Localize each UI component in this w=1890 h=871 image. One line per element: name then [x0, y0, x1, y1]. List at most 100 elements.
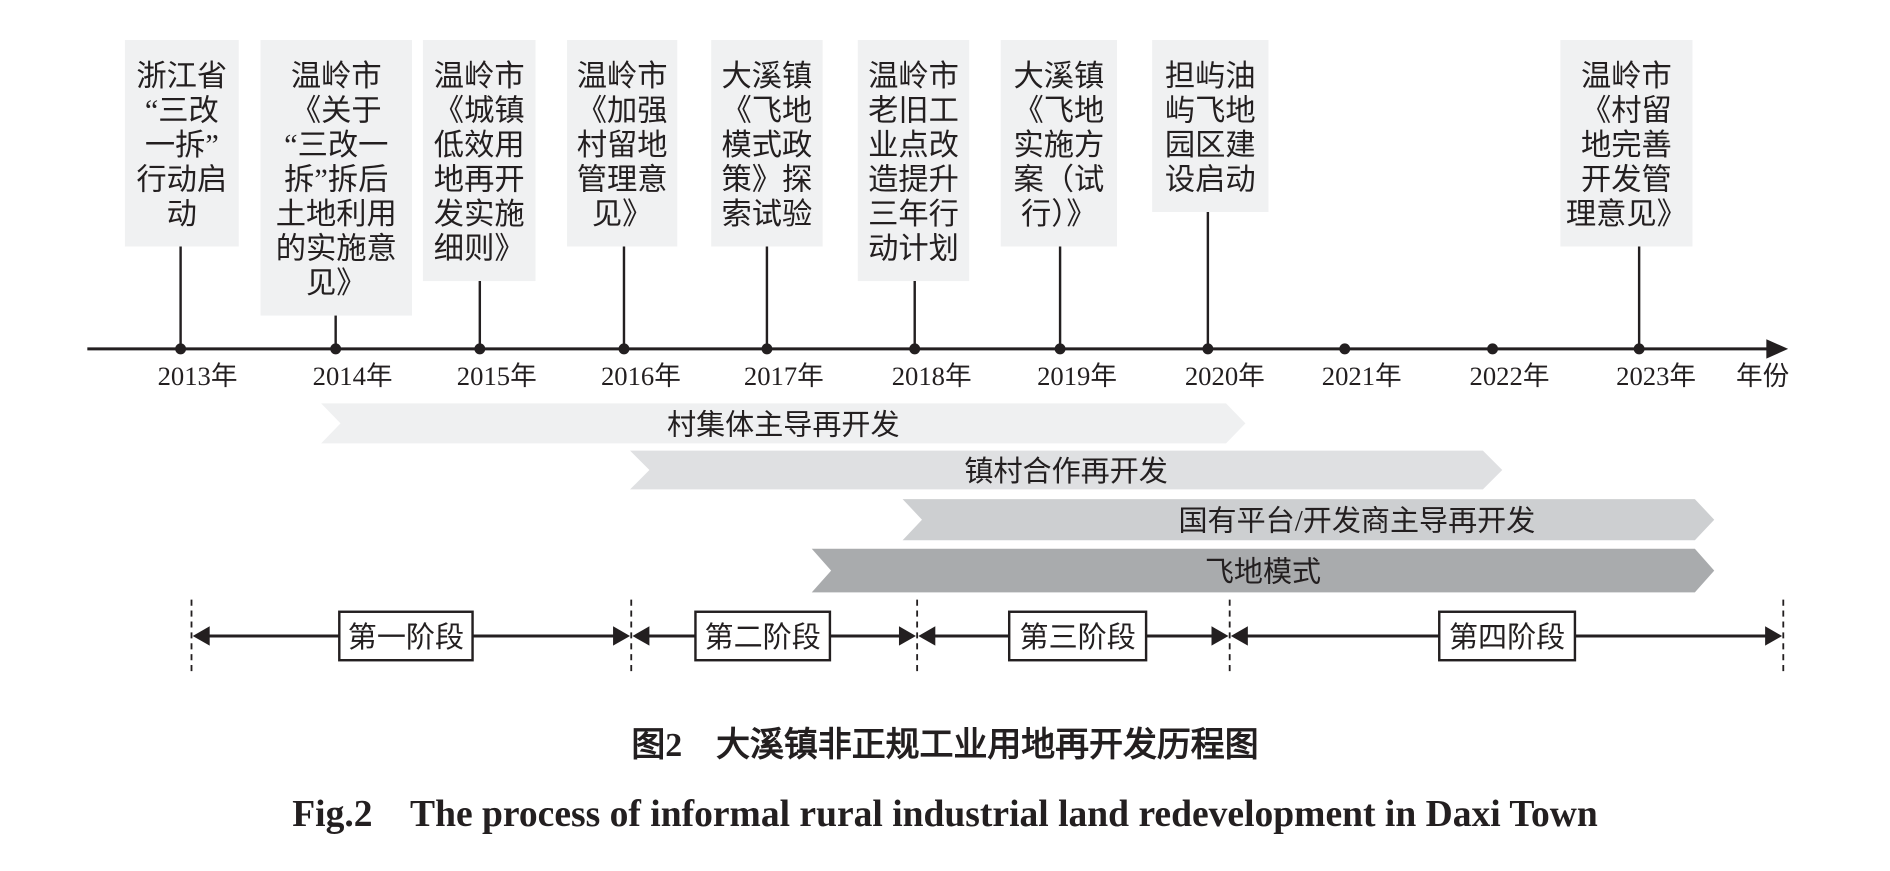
caption-english: Fig.2 The process of informal rural indu…: [292, 794, 1598, 835]
year-label: 2015年: [457, 361, 537, 391]
event-text-line: 一拆”: [145, 128, 219, 162]
event-text-line: 土地利用: [276, 197, 397, 231]
caption-chinese: 图2 大溪镇非正规工业用地再开发历程图: [631, 726, 1258, 764]
event-text-line: 业点改: [868, 128, 959, 162]
event-text-line: 低效用: [434, 128, 525, 162]
phase-label: 第一阶段: [348, 621, 464, 654]
year-dot: [1202, 343, 1214, 355]
event-text-line: 案（试: [1013, 163, 1104, 197]
event-text-line: 园区建: [1165, 128, 1256, 162]
phase-arrowhead-left: [918, 626, 936, 646]
year-dot: [1633, 343, 1645, 355]
phase-box: [694, 610, 832, 662]
year-label: 2019年: [1037, 361, 1117, 391]
event-text-line: 《村留: [1581, 94, 1672, 128]
event-text-line: 《飞地: [722, 94, 813, 128]
event-box: [1560, 39, 1693, 247]
event-text-line: 行动启: [136, 163, 227, 197]
event-text-line: 行）》: [1021, 197, 1097, 231]
mode-bar: 村集体主导再开发: [321, 403, 1246, 444]
event-text-line: 浙江省: [136, 59, 227, 93]
phase-segment: 第四阶段: [1230, 610, 1783, 662]
event-text-line: 管理意: [577, 163, 668, 197]
event-box: [422, 39, 536, 282]
event-box: [1000, 39, 1118, 247]
phase-arrowhead-left: [632, 626, 650, 646]
year-label: 2018年: [892, 361, 972, 391]
phase-arrowhead-right: [1211, 626, 1229, 646]
phase-box: [1007, 610, 1148, 662]
year-label: 2017年: [744, 361, 824, 391]
phase-arrowhead-left: [1230, 626, 1248, 646]
mode-bar: 国有平台/开发商主导再开发: [902, 499, 1715, 541]
year-dot: [618, 343, 630, 355]
year-label: 2021年: [1322, 361, 1402, 391]
mode-bar-shape: [321, 403, 1246, 444]
year-dot: [1487, 343, 1499, 355]
year-label: 2020年: [1185, 361, 1265, 391]
mode-bar-shape: [630, 450, 1503, 490]
event-text-line: 动: [167, 197, 197, 231]
event-text-line: 见》: [592, 197, 653, 231]
event-text-line: 温岭市: [577, 59, 668, 93]
phase-segment: 第二阶段: [632, 610, 916, 662]
mode-bar-label: 国有平台/开发商主导再开发: [1178, 505, 1535, 538]
phase-arrowhead-right: [613, 626, 631, 646]
event-text-line: 细则》: [434, 232, 525, 266]
year-label: 2013年: [158, 361, 238, 391]
year-dot: [175, 343, 187, 355]
event-text-line: 大溪镇: [1013, 59, 1104, 93]
event-box: [857, 39, 970, 282]
event-text-line: 《加强: [577, 94, 668, 128]
event-text-line: 设启动: [1165, 163, 1256, 197]
event-text-line: 策》探: [722, 163, 813, 197]
phase-arrowhead-right: [1765, 626, 1783, 646]
event-text-line: 温岭市: [434, 59, 525, 93]
year-label: 2022年: [1470, 361, 1550, 391]
event-box: [567, 39, 678, 247]
mode-bar-shape: [902, 499, 1715, 541]
phase-segment: 第三阶段: [918, 610, 1229, 662]
event-text-line: 担屿油: [1165, 59, 1256, 93]
event-text-line: 《关于: [291, 94, 382, 128]
year-dot: [1054, 343, 1066, 355]
phase-label: 第二阶段: [705, 621, 821, 654]
event-box: [711, 39, 823, 247]
event-text-line: 屿飞地: [1165, 94, 1256, 128]
mode-bar-label: 镇村合作再开发: [964, 455, 1167, 488]
event-text-line: 发实施: [434, 197, 525, 231]
phase-label: 第四阶段: [1449, 621, 1565, 654]
event-text-line: 模式政: [722, 128, 813, 162]
event-text-line: 《城镇: [434, 94, 525, 128]
event-text-line: 理意见》: [1566, 197, 1687, 231]
mode-bar-label: 村集体主导再开发: [667, 408, 900, 441]
event-text-line: 地完善: [1581, 128, 1672, 162]
event-text-line: 温岭市: [868, 59, 959, 93]
mode-bar-shape: [811, 548, 1715, 593]
event-text-line: 实施方: [1013, 128, 1104, 162]
event-text-line: “三改一: [284, 128, 388, 162]
event-text-line: 村留地: [577, 128, 668, 162]
year-label: 2023年: [1616, 361, 1696, 391]
event-text-line: 见》: [306, 266, 367, 300]
phase-segment: 第一阶段: [192, 610, 631, 662]
mode-bar: 飞地模式: [811, 548, 1715, 593]
phase-box: [1438, 610, 1577, 662]
mode-bar-label: 飞地模式: [1205, 555, 1321, 588]
event-text-line: 地再开: [434, 163, 525, 197]
event-text-line: 索试验: [722, 197, 813, 231]
phase-row: 第一阶段 第二阶段 第三阶段 第四阶段: [190, 599, 1785, 673]
phase-box: [338, 610, 474, 662]
year-dot: [1339, 343, 1351, 355]
event-box: [124, 39, 239, 247]
event-box: [1152, 39, 1269, 212]
